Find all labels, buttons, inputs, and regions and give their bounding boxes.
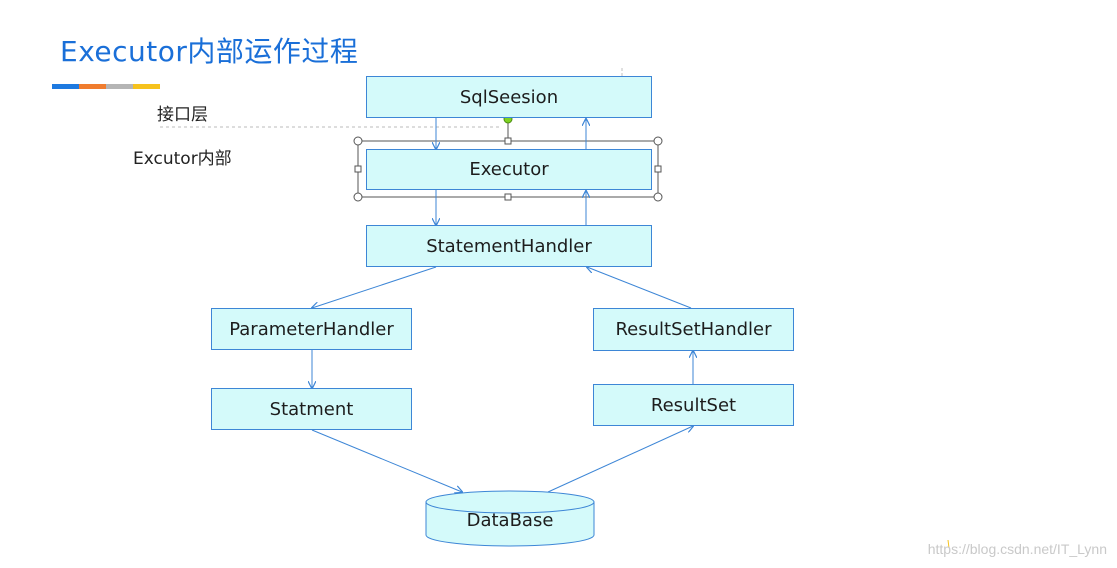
sqlsession-node: SqlSeesion (366, 76, 652, 118)
database-label: DataBase (466, 509, 554, 531)
accent-bar-blue (52, 84, 79, 89)
arrow-database-to-resultset (547, 426, 693, 493)
page-title: Executor内部运作过程 (60, 35, 359, 68)
executor-node: Executor (366, 149, 652, 190)
resultset-node: ResultSet (593, 384, 794, 426)
parameter-handler-node: ParameterHandler (211, 308, 412, 350)
decorative-tick (947, 539, 950, 549)
executor-inside-label: Excutor内部 (133, 149, 232, 169)
statement-node: Statment (211, 388, 412, 430)
arrow-resultsethandler-to-statementhandler (587, 267, 692, 309)
accent-bar-yellow (133, 84, 160, 89)
database-cylinder (425, 490, 595, 547)
resultset-handler-node: ResultSetHandler (593, 308, 794, 351)
accent-bar-orange (79, 84, 106, 89)
accent-bar-gray (106, 84, 133, 89)
watermark: https://blog.csdn.net/IT_Lynn (927, 541, 1107, 557)
arrow-statementhandler-to-parameterhandler (312, 266, 437, 308)
arrow-statement-to-database (311, 429, 462, 492)
interface-layer-label: 接口层 (157, 105, 208, 125)
statement-handler-node: StatementHandler (366, 225, 652, 267)
